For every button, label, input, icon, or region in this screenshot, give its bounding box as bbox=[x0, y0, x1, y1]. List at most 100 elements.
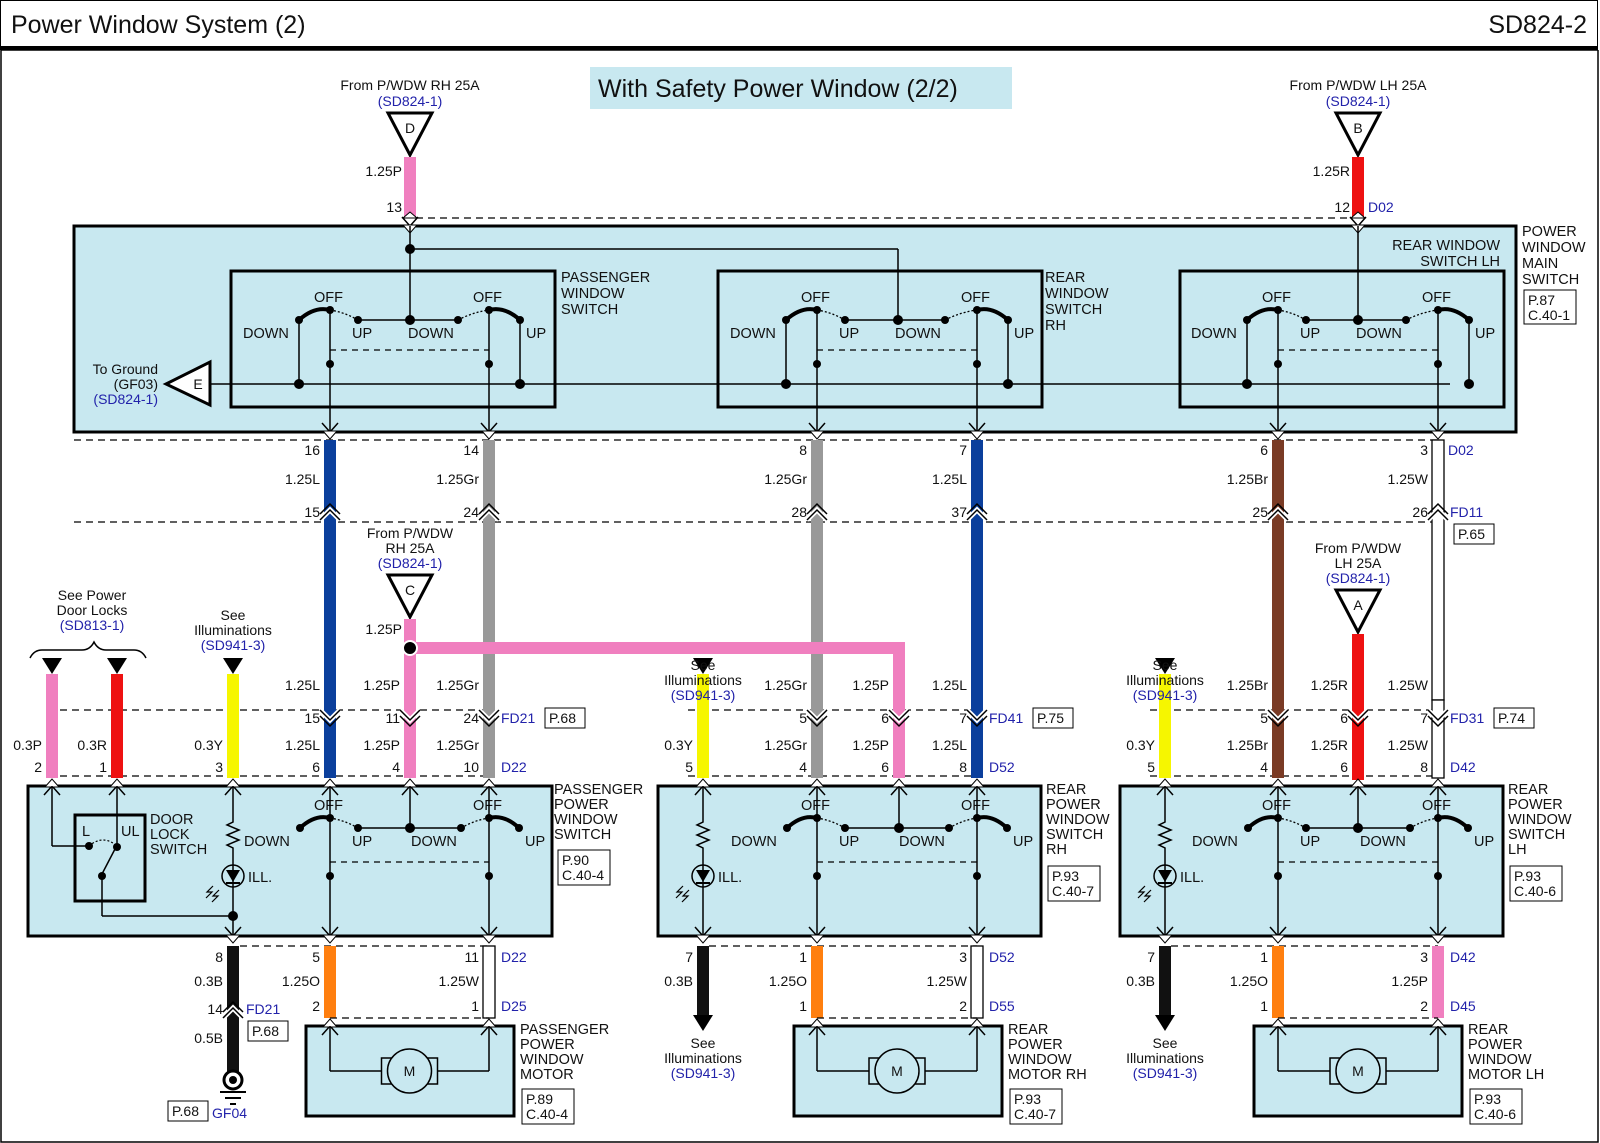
rear-power-window-motor-rh-wire-0-pin-top: 1 bbox=[799, 949, 807, 965]
passenger-power-window-switch-illum-wire-pin: 3 bbox=[215, 759, 223, 775]
passenger-power-window-motor-name-2: WINDOW bbox=[520, 1052, 584, 1068]
source-a-letter: A bbox=[1353, 597, 1363, 613]
wire-source-c-spec: 1.25P bbox=[365, 621, 402, 637]
door-lock-ref-brace bbox=[29, 640, 147, 659]
ground-wire-spec: 0.3B bbox=[194, 973, 223, 989]
ground-connector-page-box bbox=[247, 1020, 289, 1042]
inline-connector-icon bbox=[806, 709, 828, 722]
junction-dot bbox=[1003, 824, 1011, 832]
pin-terminal-icon bbox=[1156, 778, 1174, 788]
rear-power-window-motor-lh-illum-ground-pin: 7 bbox=[1147, 949, 1155, 965]
junction-dot bbox=[294, 379, 304, 389]
rear-power-window-switch-lh-light-rays-icon bbox=[1137, 885, 1152, 903]
rear-power-window-motor-rh-wire-1-pin-bottom: 2 bbox=[959, 998, 967, 1014]
rear-power-window-switch-rh-name-3: SWITCH bbox=[1046, 827, 1103, 843]
rear-power-window-switch-rh-mid-connector-page-line-0: P.75 bbox=[1037, 710, 1064, 726]
rear-power-window-switch-lh-wire-2-lower-spec: 1.25W bbox=[1388, 737, 1429, 753]
passenger-power-window-switch-illum-ref-code: (SD941-3) bbox=[201, 637, 266, 653]
passenger-power-window-switch-wire-1-pin: 4 bbox=[392, 759, 400, 775]
harness-wire-4-spec: 1.25Br bbox=[1227, 471, 1269, 487]
rear-power-window-switch-lh-wire-0-lower-spec: 1.25Br bbox=[1227, 737, 1269, 753]
junction-dot bbox=[813, 872, 821, 880]
rear-power-window-motor-lh-wire-0-pin-bottom: 1 bbox=[1260, 998, 1268, 1014]
rear-power-window-switch-lh-name-3: SWITCH bbox=[1508, 827, 1565, 843]
passenger-power-window-switch-name-3: SWITCH bbox=[554, 827, 611, 843]
rear-power-window-switch-rh-page-ref-box bbox=[1047, 865, 1101, 902]
junction-dot bbox=[228, 911, 238, 921]
junction-dot bbox=[813, 360, 821, 368]
harness-wire-5-pin-bottom: 26 bbox=[1412, 504, 1428, 520]
rear-power-window-switch-lh-wire-1-lower-spec: 1.25R bbox=[1311, 737, 1348, 753]
main-switch-connector-ref: C.40-1 bbox=[1528, 307, 1570, 323]
pin-terminal-icon bbox=[1429, 430, 1447, 440]
rear-power-window-motor-lh-name-0: REAR bbox=[1468, 1022, 1508, 1038]
rear-power-window-switch-rh-ill-label: ILL. bbox=[718, 870, 742, 886]
rear-power-window-motor-rh-page-ref-line-1: C.40-7 bbox=[1014, 1106, 1056, 1122]
pin-terminal-icon bbox=[968, 778, 986, 788]
rear-power-window-switch-lh-illum-ref-code: (SD941-3) bbox=[1133, 687, 1198, 703]
rear-power-window-motor-rh-wire-1 bbox=[970, 945, 984, 1019]
passenger-power-window-motor-page-ref-line-1: C.40-4 bbox=[526, 1106, 568, 1122]
pin-terminal-icon bbox=[968, 934, 986, 944]
passenger-window-switch-name-0: PASSENGER bbox=[561, 270, 650, 286]
rear-window-switch-lh-box bbox=[1178, 269, 1506, 409]
junction-dot bbox=[1353, 315, 1363, 325]
passenger-power-window-switch-box bbox=[26, 784, 554, 938]
rear-window-switch-lh-down-left: DOWN bbox=[1191, 326, 1237, 342]
door-lock-ref-code: (SD813-1) bbox=[60, 617, 125, 633]
ground-e-text-0: To Ground bbox=[93, 361, 158, 377]
inline-connector-icon bbox=[888, 709, 910, 722]
source-a-triangle-icon bbox=[1333, 588, 1383, 636]
inline-connector-icon bbox=[478, 502, 500, 515]
source-c-triangle-icon bbox=[385, 573, 435, 621]
source-d-triangle-icon bbox=[385, 111, 435, 159]
rear-power-window-switch-lh-down-right: DOWN bbox=[1360, 834, 1406, 850]
source-b-text: From P/WDW LH 25A bbox=[1290, 77, 1428, 93]
rear-window-switch-lh-name-1: SWITCH LH bbox=[1420, 254, 1500, 270]
rear-power-window-switch-lh-box bbox=[1118, 784, 1505, 938]
harness-wire-5-pin-top: 3 bbox=[1420, 442, 1428, 458]
door-lock-switch-contact bbox=[88, 839, 118, 847]
harness-wire-1-spec: 1.25Gr bbox=[436, 471, 479, 487]
rear-power-window-switch-rh-name-0: REAR bbox=[1046, 782, 1086, 798]
inline-connector-icon bbox=[399, 709, 421, 722]
harness-wire-3-spec: 1.25L bbox=[932, 471, 967, 487]
page-id: SD824-2 bbox=[1488, 11, 1587, 39]
harness-wire-4-pin-top: 6 bbox=[1260, 442, 1268, 458]
passenger-power-window-switch-wire-1-lower-spec: 1.25P bbox=[363, 737, 400, 753]
harness-wire-0-spec: 1.25L bbox=[285, 471, 320, 487]
passenger-power-window-switch-up-right: UP bbox=[525, 834, 545, 850]
junction-dot bbox=[296, 824, 304, 832]
junction-dot bbox=[1464, 824, 1472, 832]
rear-power-window-switch-rh-illum-ref-code: (SD941-3) bbox=[671, 687, 736, 703]
passenger-power-window-motor-wire-0-pin-bottom: 2 bbox=[312, 998, 320, 1014]
rear-power-window-motor-rh-illum-ground-spec: 0.3B bbox=[664, 973, 693, 989]
harness-wire-0-pin-top: 16 bbox=[304, 442, 320, 458]
rear-power-window-switch-lh-name-1: POWER bbox=[1508, 797, 1563, 813]
ground-e-text-1: (GF03) bbox=[114, 376, 158, 392]
rear-power-window-switch-rh-wire-1-lower-spec: 1.25P bbox=[852, 737, 889, 753]
rear-power-window-switch-rh-down-left: DOWN bbox=[731, 834, 777, 850]
passenger-power-window-switch-illum-ref-text-1: Illuminations bbox=[194, 622, 272, 638]
passenger-power-window-switch-off-left: OFF bbox=[314, 798, 343, 814]
door-lock-wire-0-pin: 2 bbox=[34, 759, 42, 775]
inline-connector-icon bbox=[806, 508, 828, 521]
passenger-power-window-motor-wire-1 bbox=[482, 945, 496, 1019]
subtitle: With Safety Power Window (2/2) bbox=[598, 75, 958, 103]
ground-wire-spec2: 0.5B bbox=[194, 1030, 223, 1046]
rear-power-window-switch-rh-up-right: UP bbox=[1013, 834, 1033, 850]
passenger-power-window-switch-off-right: OFF bbox=[473, 798, 502, 814]
wire-top-b-spec: 1.25R bbox=[1313, 163, 1350, 179]
passenger-power-window-switch-wire-0-lower-spec: 1.25L bbox=[285, 737, 320, 753]
wire-top-b-pin: 12 bbox=[1334, 199, 1350, 215]
inline-connector-icon bbox=[319, 709, 341, 722]
junction-dot bbox=[485, 360, 493, 368]
inline-connector-icon bbox=[966, 709, 988, 722]
rear-power-window-motor-lh-illum-ref-text-1: Illuminations bbox=[1126, 1050, 1204, 1066]
passenger-power-window-switch-wire-1-upper-spec: 1.25P bbox=[363, 677, 400, 693]
harness-wire-1-pin-bottom: 24 bbox=[463, 504, 479, 520]
rear-power-window-motor-lh-page-ref-box bbox=[1469, 1088, 1523, 1125]
rear-window-switch-lh-name-0: REAR WINDOW bbox=[1392, 238, 1500, 254]
rear-power-window-motor-lh-illum-ground-arrow-icon bbox=[1155, 1015, 1175, 1031]
door-lock-arrow-icon bbox=[42, 658, 62, 674]
